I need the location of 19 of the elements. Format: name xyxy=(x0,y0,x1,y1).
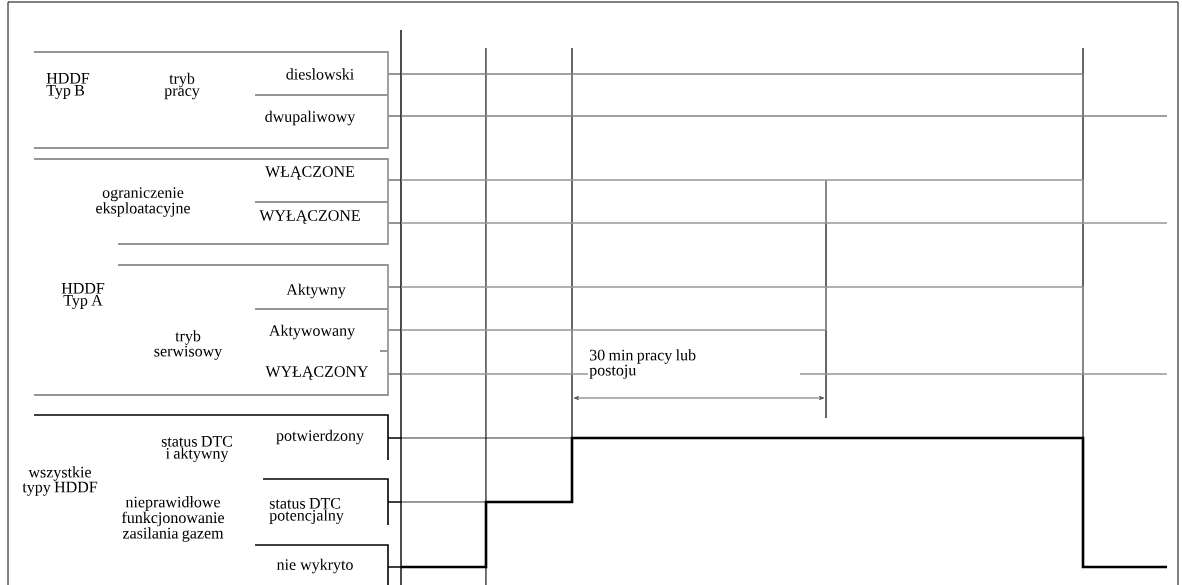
state-label: dwupaliwowy xyxy=(265,110,356,126)
group-label: HDDF Typ A xyxy=(61,283,105,309)
group-label: HDDF Typ B xyxy=(46,73,90,99)
group-label: tryb pracy xyxy=(164,72,200,100)
state-label: status DTC potencjalny xyxy=(269,498,344,524)
state-label: potwierdzony xyxy=(276,429,364,445)
state-label: nie wykryto xyxy=(276,558,353,574)
group-label: wszystkie typy HDDF xyxy=(22,466,98,496)
state-label: WYŁĄCZONY xyxy=(265,366,369,380)
dimension-label: 30 min pracy lub postoju xyxy=(589,349,696,379)
group-label: tryb serwisowy xyxy=(154,330,223,360)
state-label: WŁĄCZONE xyxy=(265,166,355,180)
state-label: dieslowski xyxy=(286,68,354,80)
group-label: nieprawidłowe funkcjonowanie zasilania gazem xyxy=(121,496,224,542)
state-label: WYŁĄCZONE xyxy=(259,210,360,224)
group-label: ograniczenie eksploatacyjne xyxy=(96,187,190,217)
group-label: status DTC i aktywny xyxy=(161,436,232,462)
state-label: Aktywny xyxy=(286,283,346,299)
state-label: Aktywowany xyxy=(269,324,356,340)
